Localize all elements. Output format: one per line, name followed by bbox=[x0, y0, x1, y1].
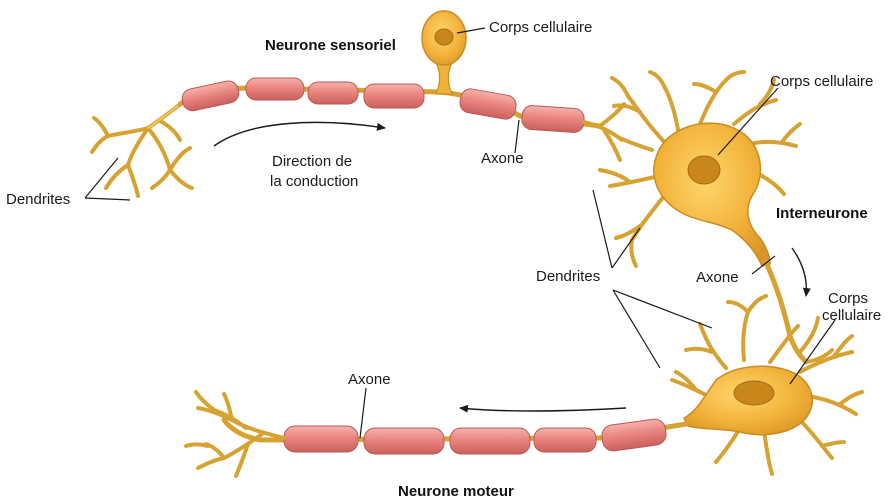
motor-nucleus bbox=[734, 381, 774, 405]
label-axon-motor: Axone bbox=[348, 371, 391, 388]
label-cell-body-inter: Corps cellulaire bbox=[770, 73, 873, 90]
label-cell-body-motor-2: cellulaire bbox=[822, 307, 881, 324]
conduction-arrow-inter bbox=[792, 248, 806, 296]
label-dendrites-left: Dendrites bbox=[6, 191, 70, 208]
label-cell-body-sensory: Corps cellulaire bbox=[489, 19, 592, 36]
interneuron-cell-body bbox=[654, 123, 770, 266]
conduction-arrow-motor bbox=[460, 408, 626, 411]
title-sensory-neuron: Neurone sensoriel bbox=[265, 37, 396, 54]
label-axon-sensory: Axone bbox=[481, 150, 524, 167]
sensory-nucleus bbox=[435, 29, 453, 45]
interneuron-nucleus bbox=[688, 156, 720, 184]
motor-myelin-sheath bbox=[284, 418, 667, 454]
title-interneuron: Interneurone bbox=[776, 205, 868, 222]
label-conduction-1: Direction de bbox=[272, 153, 352, 170]
label-axon-inter: Axone bbox=[696, 269, 739, 286]
sensory-dendrites bbox=[92, 103, 192, 196]
motor-axon-terminals bbox=[186, 392, 284, 476]
label-dendrites-middle: Dendrites bbox=[536, 268, 600, 285]
label-conduction-2: la conduction bbox=[270, 173, 358, 190]
title-motor-neuron: Neurone moteur bbox=[398, 483, 514, 500]
motor-neuron bbox=[186, 296, 862, 476]
conduction-arrow-sensory bbox=[214, 122, 385, 146]
label-cell-body-motor-1: Corps bbox=[828, 290, 868, 307]
